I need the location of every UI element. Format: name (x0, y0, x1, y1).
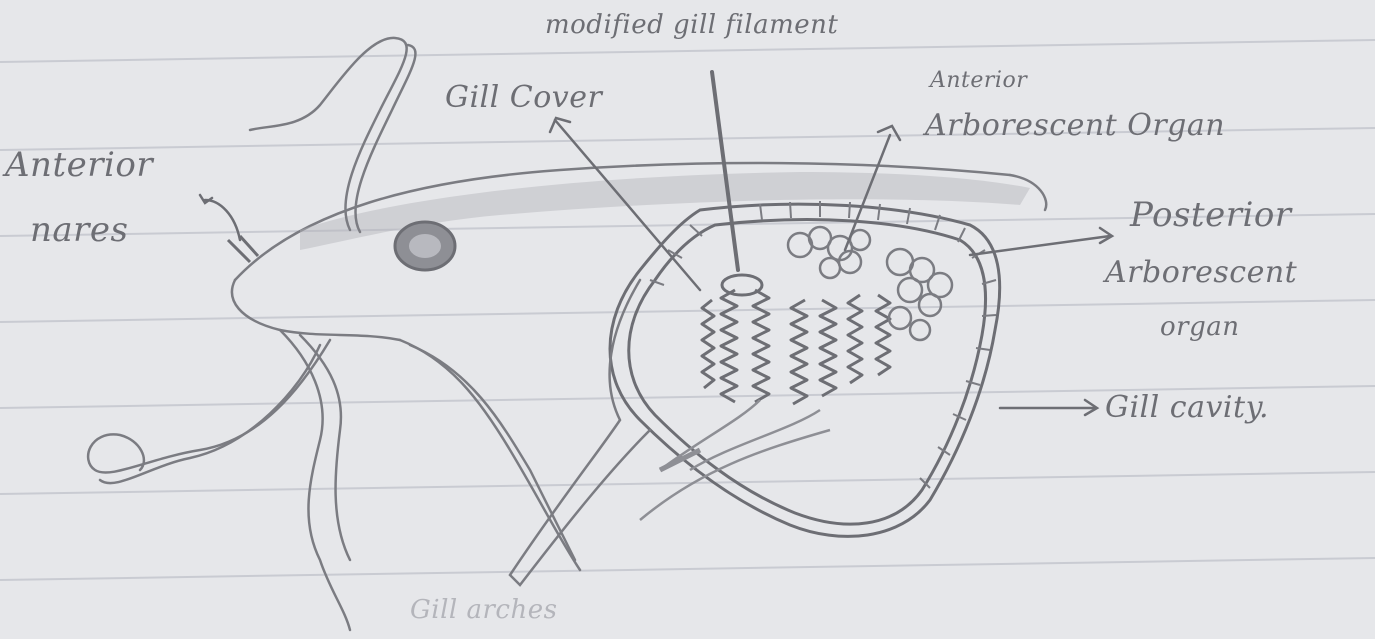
eye (395, 222, 455, 270)
label-gill-arches-faint: Gill arches (410, 595, 557, 625)
posterior-arborescent-organ (887, 249, 952, 340)
pointer-anterior-nares (205, 200, 240, 240)
label-anterior-arborescent-line2: Arborescent Organ (925, 108, 1225, 143)
gill-arch-bases (640, 400, 830, 520)
label-posterior-arborescent-line1: Posterior (1130, 195, 1292, 235)
cavity-wall-hatching (650, 201, 996, 488)
label-gill-cavity: Gill cavity. (1105, 390, 1269, 425)
filament-head (722, 275, 762, 295)
pointer-modified-gill-filament (712, 72, 738, 270)
label-anterior-nares-line2: nares (30, 210, 129, 250)
mouth-barbels (88, 330, 580, 630)
label-posterior-arborescent-line3: organ (1160, 312, 1239, 342)
dorsal-barbel (250, 38, 415, 232)
anterior-arborescent-organ (788, 227, 870, 278)
label-anterior-nares-line1: Anterior (5, 145, 153, 185)
gill-cover-flap (510, 280, 650, 585)
gill-filaments (702, 290, 890, 404)
label-posterior-arborescent-line2: Arborescent (1105, 255, 1297, 290)
anterior-nares-mark (228, 236, 258, 262)
label-anterior-arborescent-line1: Anterior (930, 68, 1027, 93)
label-gill-cover: Gill Cover (445, 80, 602, 115)
label-modified-gill-filament: modified gill filament (545, 10, 838, 40)
